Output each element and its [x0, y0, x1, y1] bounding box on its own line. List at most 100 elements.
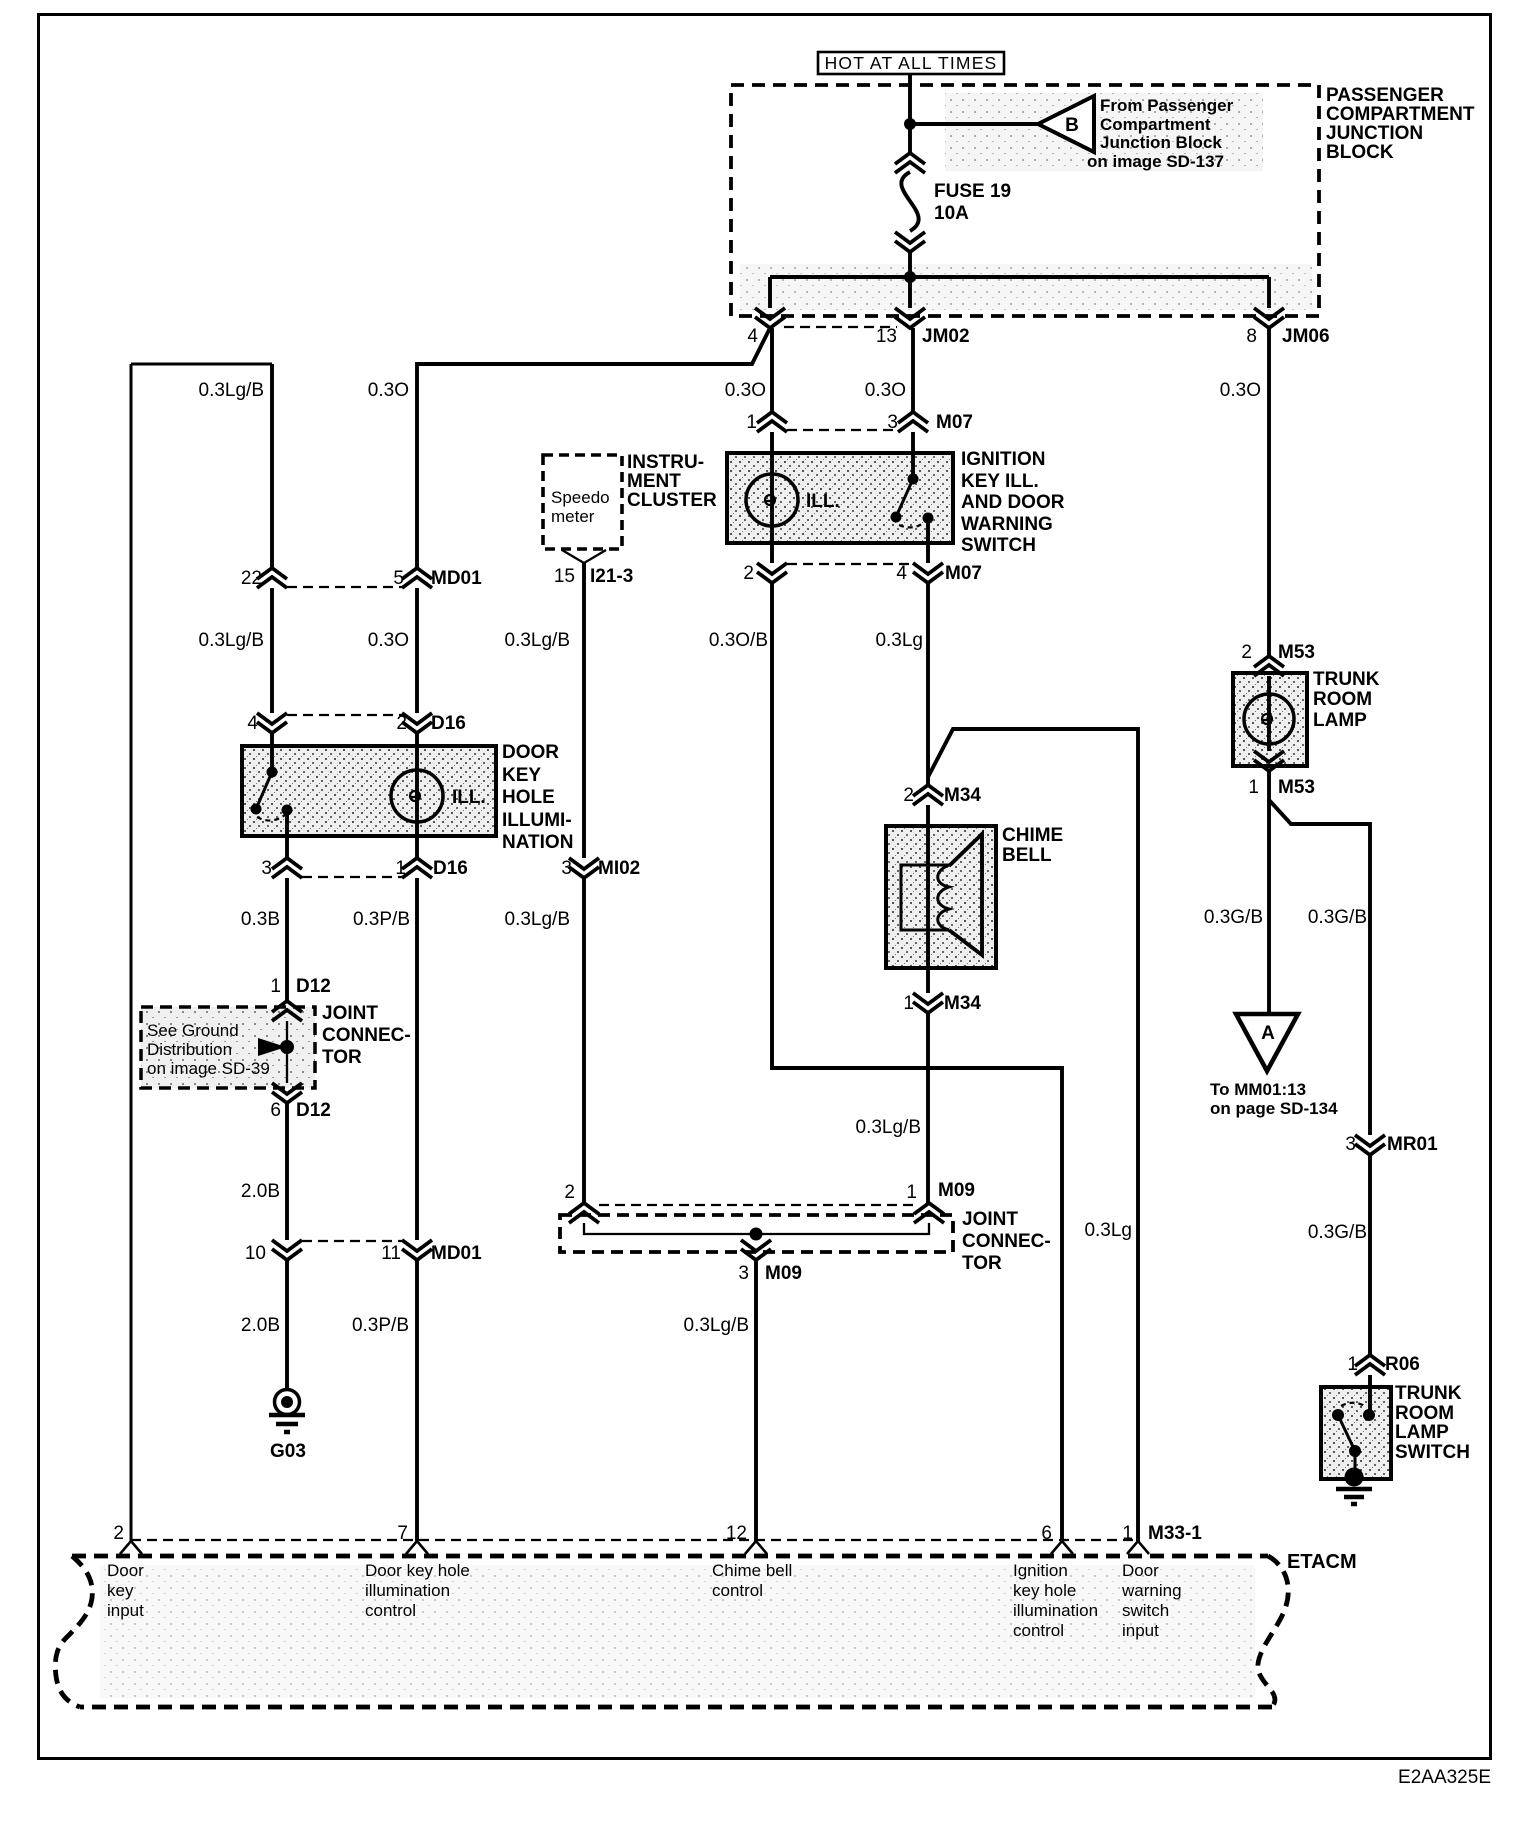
- svg-text:0.3O: 0.3O: [1220, 380, 1261, 401]
- svg-text:0.3Lg/B: 0.3Lg/B: [505, 909, 571, 930]
- svg-text:22: 22: [241, 568, 262, 589]
- svg-text:input: input: [1122, 1621, 1159, 1640]
- svg-text:HOT AT ALL TIMES: HOT AT ALL TIMES: [825, 53, 998, 73]
- svg-text:0.3Lg: 0.3Lg: [1084, 1220, 1132, 1241]
- svg-text:3: 3: [561, 858, 572, 879]
- svg-text:See Ground: See Ground: [147, 1021, 239, 1040]
- svg-text:2: 2: [903, 785, 914, 806]
- svg-text:I21-3: I21-3: [590, 566, 633, 587]
- svg-text:M53: M53: [1278, 777, 1315, 798]
- svg-text:LAMP: LAMP: [1395, 1422, 1449, 1443]
- svg-text:MD01: MD01: [431, 568, 482, 589]
- svg-text:KEY ILL.: KEY ILL.: [961, 471, 1039, 492]
- svg-text:KEY: KEY: [502, 765, 541, 786]
- svg-text:BELL: BELL: [1002, 845, 1052, 866]
- svg-text:M07: M07: [936, 412, 973, 433]
- svg-text:Door: Door: [107, 1561, 144, 1580]
- svg-text:ROOM: ROOM: [1395, 1403, 1454, 1424]
- svg-text:TRUNK: TRUNK: [1313, 669, 1380, 690]
- svg-text:ILLUMI-: ILLUMI-: [502, 810, 572, 831]
- svg-text:M34: M34: [944, 785, 981, 806]
- svg-text:10A: 10A: [934, 203, 969, 224]
- svg-text:D12: D12: [296, 1100, 331, 1121]
- svg-text:0.3G/B: 0.3G/B: [1308, 907, 1367, 928]
- svg-text:input: input: [107, 1601, 144, 1620]
- svg-text:0.3Lg: 0.3Lg: [875, 630, 923, 651]
- svg-text:4: 4: [747, 326, 758, 347]
- svg-text:0.3O: 0.3O: [368, 630, 409, 651]
- svg-text:0.3Lg/B: 0.3Lg/B: [684, 1315, 750, 1336]
- svg-text:JOINT: JOINT: [322, 1003, 378, 1024]
- svg-text:meter: meter: [551, 507, 595, 526]
- svg-text:JM02: JM02: [922, 326, 970, 347]
- svg-text:Compartment: Compartment: [1100, 115, 1211, 134]
- svg-text:1: 1: [270, 976, 281, 997]
- svg-text:key hole: key hole: [1013, 1581, 1076, 1600]
- svg-text:1: 1: [906, 1182, 917, 1203]
- svg-text:ILL.: ILL.: [806, 491, 840, 512]
- svg-text:8: 8: [1246, 326, 1257, 347]
- svg-text:0.3Lg/B: 0.3Lg/B: [199, 380, 265, 401]
- svg-text:D16: D16: [431, 713, 466, 734]
- svg-text:2: 2: [396, 713, 407, 734]
- svg-text:3: 3: [738, 1263, 749, 1284]
- svg-text:WARNING: WARNING: [961, 514, 1053, 535]
- svg-text:NATION: NATION: [502, 832, 573, 853]
- svg-text:TRUNK: TRUNK: [1395, 1383, 1462, 1404]
- svg-text:D12: D12: [296, 976, 331, 997]
- svg-text:switch: switch: [1122, 1601, 1169, 1620]
- svg-text:CONNEC-: CONNEC-: [962, 1231, 1051, 1252]
- svg-text:2.0B: 2.0B: [241, 1315, 280, 1336]
- svg-text:CONNEC-: CONNEC-: [322, 1025, 411, 1046]
- svg-text:0.3P/B: 0.3P/B: [352, 1315, 409, 1336]
- svg-text:6: 6: [270, 1100, 281, 1121]
- svg-text:Ignition: Ignition: [1013, 1561, 1068, 1580]
- svg-text:Door: Door: [1122, 1561, 1159, 1580]
- svg-text:2: 2: [564, 1182, 575, 1203]
- svg-text:2: 2: [1241, 642, 1252, 663]
- svg-text:0.3Lg/B: 0.3Lg/B: [856, 1117, 922, 1138]
- svg-text:control: control: [712, 1581, 763, 1600]
- svg-text:2: 2: [113, 1523, 124, 1544]
- svg-text:M34: M34: [944, 993, 981, 1014]
- svg-text:CHIME: CHIME: [1002, 825, 1063, 846]
- svg-text:E2AA325E: E2AA325E: [1398, 1767, 1491, 1788]
- svg-text:3: 3: [887, 412, 898, 433]
- svg-text:3: 3: [1345, 1134, 1356, 1155]
- svg-text:Chime bell: Chime bell: [712, 1561, 792, 1580]
- svg-text:LAMP: LAMP: [1313, 710, 1367, 731]
- svg-text:0.3Lg/B: 0.3Lg/B: [505, 630, 571, 651]
- svg-text:4: 4: [247, 713, 258, 734]
- svg-text:5: 5: [393, 568, 404, 589]
- svg-text:TOR: TOR: [322, 1047, 362, 1068]
- svg-text:MD01: MD01: [431, 1243, 482, 1264]
- svg-text:ROOM: ROOM: [1313, 689, 1372, 710]
- svg-text:illumination: illumination: [1013, 1601, 1098, 1620]
- svg-text:COMPARTMENT: COMPARTMENT: [1326, 104, 1475, 125]
- svg-text:JOINT: JOINT: [962, 1209, 1018, 1230]
- svg-text:ETACM: ETACM: [1287, 1551, 1357, 1573]
- svg-text:7: 7: [397, 1523, 408, 1544]
- svg-text:G03: G03: [270, 1441, 306, 1462]
- svg-text:0.3P/B: 0.3P/B: [353, 909, 410, 930]
- svg-text:MENT: MENT: [627, 471, 681, 492]
- svg-text:1: 1: [746, 412, 757, 433]
- svg-text:M07: M07: [945, 563, 982, 584]
- svg-text:2.0B: 2.0B: [241, 1181, 280, 1202]
- svg-text:BLOCK: BLOCK: [1326, 142, 1394, 163]
- svg-text:warning: warning: [1121, 1581, 1182, 1600]
- svg-text:0.3Lg/B: 0.3Lg/B: [199, 630, 265, 651]
- svg-text:1: 1: [1347, 1354, 1358, 1375]
- svg-text:MR01: MR01: [1387, 1134, 1438, 1155]
- svg-text:on image SD-137: on image SD-137: [1087, 152, 1224, 171]
- svg-text:3: 3: [261, 858, 272, 879]
- svg-text:control: control: [1013, 1621, 1064, 1640]
- svg-text:0.3G/B: 0.3G/B: [1308, 1222, 1367, 1243]
- svg-text:11: 11: [381, 1243, 401, 1264]
- svg-text:6: 6: [1041, 1523, 1052, 1544]
- svg-text:M53: M53: [1278, 642, 1315, 663]
- svg-text:CLUSTER: CLUSTER: [627, 490, 717, 511]
- svg-text:Door key hole: Door key hole: [365, 1561, 470, 1580]
- svg-text:JUNCTION: JUNCTION: [1326, 123, 1423, 144]
- svg-text:TOR: TOR: [962, 1253, 1002, 1274]
